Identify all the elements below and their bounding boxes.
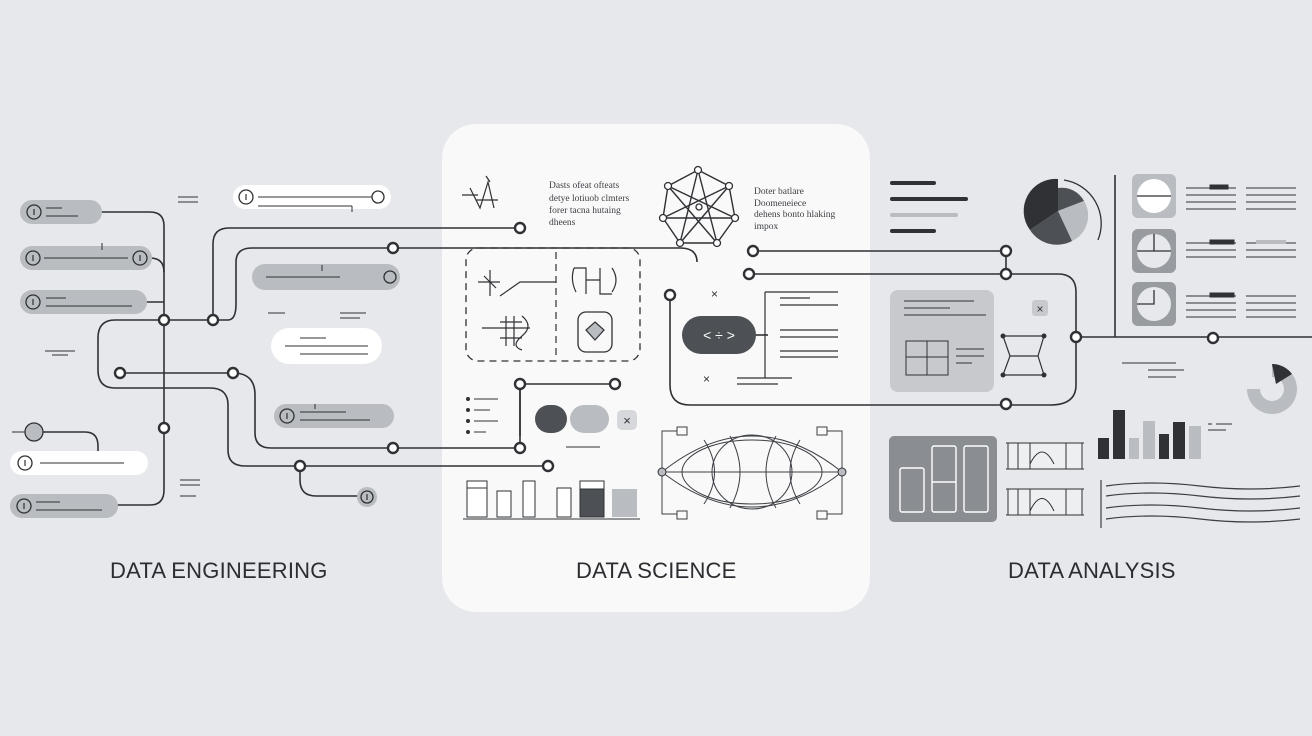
- pie-chart-icon: [1247, 364, 1297, 414]
- node-icon: [206, 313, 220, 327]
- node-diagram: [1002, 335, 1045, 376]
- info-icon: [24, 422, 44, 442]
- science-note-line: Dasts ofeat ofteats: [549, 180, 619, 191]
- analysis-note-line: Doomeneiece: [754, 199, 806, 209]
- node-icon: [742, 267, 756, 281]
- node-icon: [513, 441, 527, 455]
- pie-chart-icon: [1023, 178, 1102, 245]
- node-icon: [513, 377, 527, 391]
- data-engineering-label: DATA ENGINEERING: [110, 558, 328, 583]
- science-elements: Dasts ofeat ofteats detye lotiuob clmter…: [462, 165, 847, 520]
- node-icon: [999, 244, 1013, 258]
- network-graph-icon: [662, 169, 736, 244]
- node-icon: [746, 244, 760, 258]
- analysis-note-line: impox: [754, 222, 779, 232]
- data-analysis-label: DATA ANALYSIS: [1008, 558, 1176, 583]
- gauge-icon: [1132, 174, 1176, 326]
- node-icon: [663, 288, 677, 302]
- node-icon: [999, 397, 1013, 411]
- data-science-panel: [442, 124, 870, 612]
- node-icon: [541, 459, 555, 473]
- node-icon: [1069, 330, 1083, 344]
- node-icon: [113, 366, 127, 380]
- close-icon: ×: [711, 287, 718, 301]
- node-icon: [157, 421, 171, 435]
- node-icon: [386, 441, 400, 455]
- analysis-note-line: Doter batlare: [754, 187, 804, 197]
- bar-chart-icon: [1098, 410, 1201, 459]
- analysis-elements: ×: [889, 174, 1301, 528]
- data-science-label: DATA SCIENCE: [576, 558, 737, 583]
- code-icon: [682, 316, 756, 354]
- code-button-label: < ÷ >: [703, 327, 735, 343]
- node-icon: [608, 377, 622, 391]
- close-icon: ×: [1036, 302, 1043, 316]
- science-note-line: detye lotiuob clmters: [549, 194, 630, 204]
- analysis-note-line: dehens bonto hlaking: [754, 210, 836, 220]
- node-icon: [293, 459, 307, 473]
- node-icon: [1206, 331, 1220, 345]
- node-icon: [999, 267, 1013, 281]
- bar-chart-icon: [463, 480, 640, 520]
- node-icon: [513, 221, 527, 235]
- engineering-pills: [10, 185, 400, 518]
- close-icon: ×: [623, 413, 631, 428]
- science-note-line: forer tacna hutaing: [549, 205, 621, 216]
- close-icon: ×: [703, 372, 710, 386]
- science-note-line: dheens: [549, 218, 576, 228]
- connector-nodes: [113, 221, 1220, 473]
- node-icon: [386, 241, 400, 255]
- node-icon: [226, 366, 240, 380]
- node-icon: [157, 313, 171, 327]
